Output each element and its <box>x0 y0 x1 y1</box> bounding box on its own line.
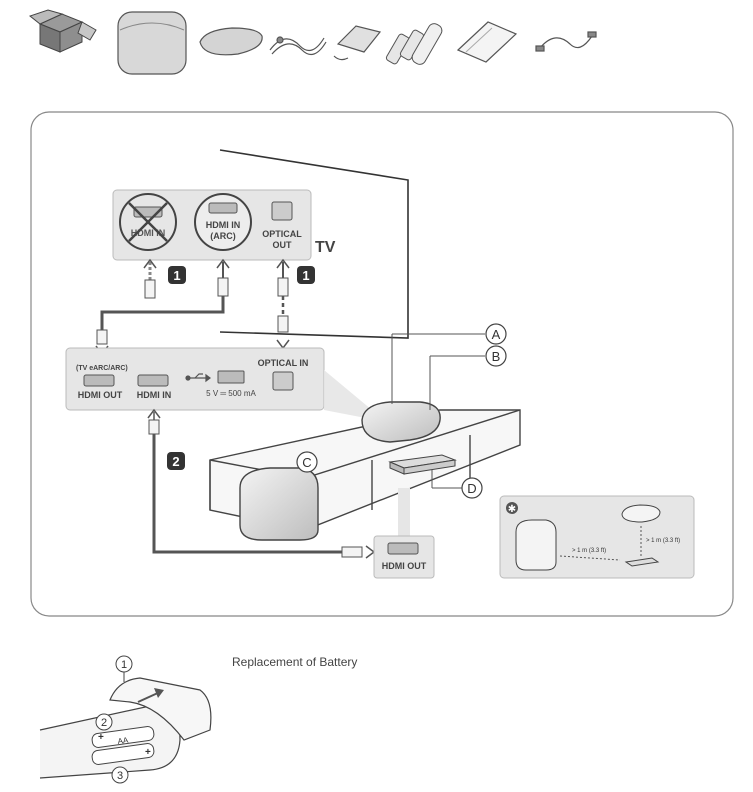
box-icon <box>28 9 97 53</box>
cable-icon <box>269 36 327 56</box>
soundbar-optical-in-label: OPTICAL IN <box>258 358 309 368</box>
placement-inset: ✱ > 1 m (3.3 ft) > 1 m (3.3 ft) <box>499 495 695 579</box>
callout-c: C <box>296 451 318 473</box>
tv-hdmi-arc-label-1: HDMI IN <box>206 220 241 230</box>
step-badge-1b: 1 <box>297 266 315 284</box>
step-badge-2-label: 2 <box>172 454 179 469</box>
diagram-frame <box>30 111 734 617</box>
battery-step-3: 3 <box>117 770 123 782</box>
battery-step-1: 1 <box>121 659 127 671</box>
callout-c-label: C <box>302 455 311 470</box>
tv-optical-label-2: OUT <box>273 240 293 250</box>
zoom-wedge <box>324 370 376 420</box>
optical-cable <box>276 296 290 350</box>
step-badge-1a-label: 1 <box>173 268 180 283</box>
placement-distance-1: > 1 m (3.3 ft) <box>572 548 606 554</box>
battery-plus-2: + <box>145 747 151 758</box>
callout-b: B <box>429 345 507 410</box>
rear-speaker-icon <box>199 27 263 56</box>
soundbar-hdmi-in-label: HDMI IN <box>137 390 172 400</box>
manual-icon <box>456 21 518 63</box>
tv-hdmi-arc-port: HDMI IN (ARC) <box>194 193 252 251</box>
wireless-receiver <box>388 454 457 475</box>
optical-cable-icon <box>535 31 597 52</box>
tv-hdmi-in-label: HDMI IN <box>131 228 166 238</box>
external-hdmi-out-port <box>387 542 419 555</box>
tv-hdmi-in-port: HDMI IN <box>119 193 177 251</box>
battery-cell-label: AA <box>117 735 129 745</box>
battery-step-2: 2 <box>101 717 107 729</box>
callout-a: A <box>391 323 507 404</box>
subwoofer-icon <box>117 11 187 75</box>
hdmi-arc-cable <box>95 296 225 356</box>
usb-icon <box>185 373 211 383</box>
tv-label: TV <box>315 239 336 256</box>
not-recommended-cross-2 <box>128 202 168 242</box>
tv-optical-out-port: OPTICAL OUT <box>262 201 302 250</box>
batteries-remote-icon <box>385 23 443 65</box>
step-badge-2: 2 <box>167 452 185 470</box>
earc-note: (TV eARC/ARC) <box>76 365 128 372</box>
battery-plus-1: + <box>98 732 104 743</box>
callout-d: D <box>431 470 483 499</box>
callout-d-label: D <box>467 481 476 496</box>
subwoofer-unit <box>239 467 319 541</box>
soundbar-hdmi-out-port <box>83 374 115 387</box>
accessory-strip <box>28 9 597 75</box>
soundbar-hdmi-in-port <box>137 374 169 387</box>
soundbar-unit <box>361 401 441 443</box>
soundbar-optical-in-port <box>272 371 294 391</box>
external-zoom-wedge <box>398 488 410 538</box>
callout-a-label: A <box>492 327 501 342</box>
tv-hdmi-arc-label-2: (ARC) <box>210 231 236 241</box>
step-badge-1b-label: 1 <box>302 268 309 283</box>
usb-spec-label: 5 V ═ 500 mA <box>206 389 256 398</box>
soundbar-usb-port <box>217 370 245 384</box>
external-port-panel <box>373 535 435 579</box>
soundbar-hdmi-out-label: HDMI OUT <box>78 390 123 400</box>
external-hdmi-out-label: HDMI OUT <box>382 561 427 571</box>
power-adapter-icon <box>333 25 382 61</box>
callout-b-label: B <box>492 349 501 364</box>
tv-cable-plugs <box>143 258 290 299</box>
battery-caption: Replacement of Battery <box>232 655 358 669</box>
tv-optical-label-1: OPTICAL <box>262 229 302 239</box>
remote-battery-illustration: AA + + 1 2 3 <box>39 655 212 784</box>
placement-distance-2: > 1 m (3.3 ft) <box>646 538 680 544</box>
tv-outline <box>219 149 409 339</box>
step-badge-1a: 1 <box>168 266 186 284</box>
placement-star: ✱ <box>508 504 516 515</box>
